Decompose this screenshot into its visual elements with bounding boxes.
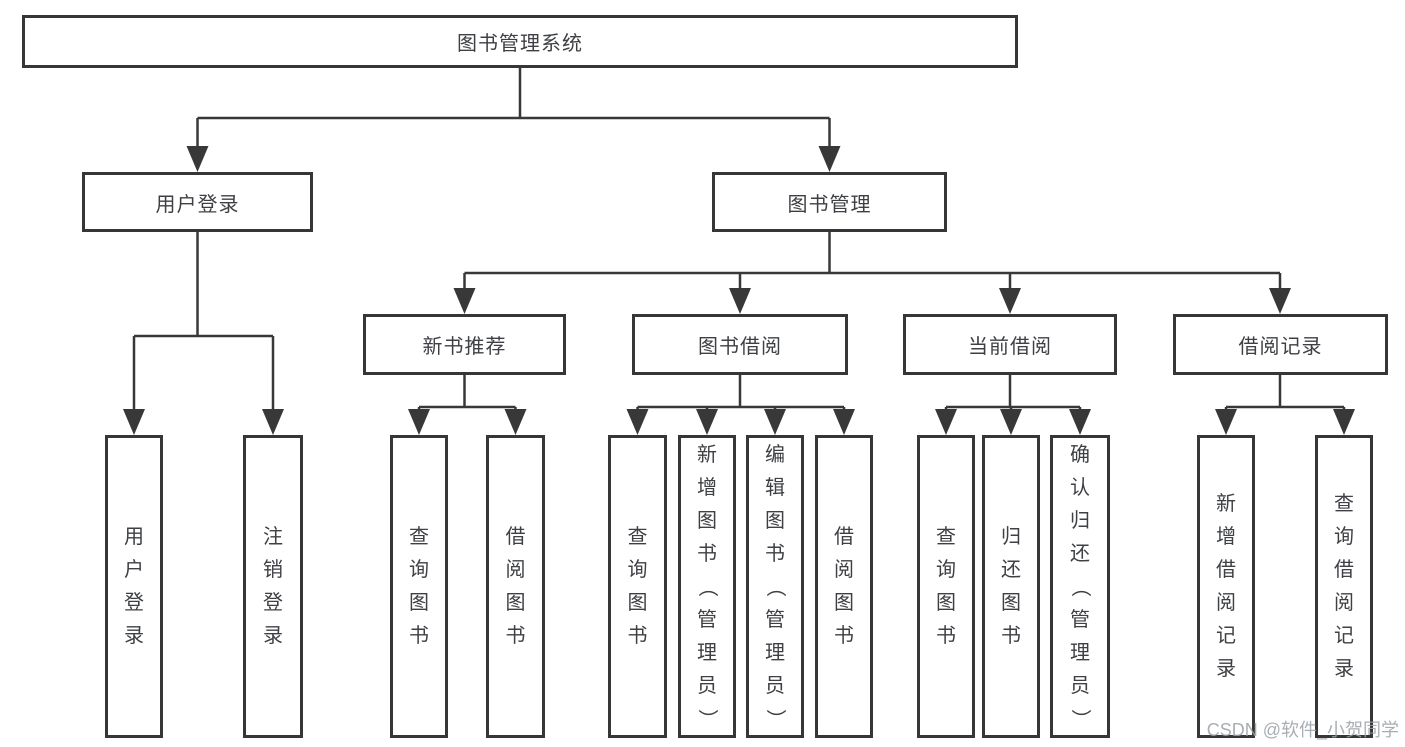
leaf-current-query-books: 查询图书 [917, 435, 975, 738]
node-label: 借阅记录 [1238, 336, 1323, 358]
arrowhead [453, 288, 476, 314]
leaf-logout-login: 注销登录 [243, 435, 303, 738]
leaf-records-query-borrow-record: 查询借阅记录 [1315, 435, 1373, 738]
leaf-borrowing-borrow-books: 借阅图书 [815, 435, 873, 738]
leaf-user-login: 用户登录 [105, 435, 163, 738]
node-root-system: 图书管理系统 [22, 15, 1018, 68]
node-borrowing-records: 借阅记录 [1173, 314, 1388, 375]
arrowhead [999, 288, 1021, 314]
arrowhead [262, 409, 284, 435]
node-label-vertical: 查询借阅记录 [1334, 493, 1354, 680]
leaf-current-confirm-return-admin: 确认归还（管理员） [1050, 435, 1110, 738]
leaf-borrowing-add-books-admin: 新增图书（管理员） [678, 435, 736, 738]
connector-newbook-to-leaves [417, 375, 517, 430]
node-label: 图书管理系统 [457, 33, 583, 55]
connector-current-to-leaves [944, 375, 1082, 430]
connector-borrow-to-leaves [636, 375, 846, 430]
arrowhead [1000, 409, 1022, 435]
node-user-login: 用户登录 [82, 172, 313, 232]
connector-records-to-leaves [1224, 375, 1346, 430]
node-new-book-recommend: 新书推荐 [363, 314, 566, 375]
node-label-vertical: 新增图书（管理员） [696, 443, 718, 729]
csdn-watermark: CSDN @软件_小贺同学 [1206, 720, 1399, 740]
connector-root-to-level2 [196, 68, 831, 168]
arrowhead [729, 288, 751, 314]
node-label-vertical: 注销登录 [263, 526, 283, 647]
leaf-current-return-books: 归还图书 [982, 435, 1040, 738]
leaf-newbook-borrow-books: 借阅图书 [486, 435, 545, 738]
node-label-vertical: 用户登录 [124, 526, 144, 647]
node-label-vertical: 新增借阅记录 [1216, 493, 1236, 680]
node-label-vertical: 查询图书 [936, 526, 956, 647]
node-label: 新书推荐 [422, 336, 507, 358]
node-label-vertical: 确认归还（管理员） [1069, 443, 1091, 729]
node-label: 当前借阅 [968, 336, 1052, 358]
node-label: 用户登录 [155, 193, 240, 216]
node-label: 图书借阅 [698, 336, 782, 358]
arrowhead [1215, 409, 1237, 435]
arrowhead [1333, 409, 1355, 435]
node-book-borrowing: 图书借阅 [632, 314, 848, 375]
arrowhead [408, 409, 430, 435]
arrowhead [935, 409, 957, 435]
node-label: 图书管理 [787, 193, 872, 216]
node-label-vertical: 查询图书 [627, 526, 648, 647]
leaf-records-add-borrow-record: 新增借阅记录 [1197, 435, 1255, 738]
arrowhead [764, 409, 786, 435]
connector-userlogin-to-leaves [132, 232, 275, 430]
arrowhead [833, 409, 855, 435]
leaf-borrowing-query-books: 查询图书 [608, 435, 667, 738]
arrowhead [696, 409, 718, 435]
node-book-management: 图书管理 [712, 172, 947, 232]
connector-mgmt-to-level3 [463, 232, 1282, 310]
leaf-borrowing-edit-books-admin: 编辑图书（管理员） [746, 435, 804, 738]
arrowhead [504, 409, 527, 435]
node-label-vertical: 借阅图书 [505, 526, 526, 647]
arrowhead [186, 146, 209, 172]
arrowhead [1269, 288, 1291, 314]
node-label-vertical: 归还图书 [1001, 526, 1021, 647]
arrowhead [626, 409, 649, 435]
arrowhead [1069, 409, 1091, 435]
node-label-vertical: 编辑图书（管理员） [764, 443, 786, 729]
leaf-newbook-query-books: 查询图书 [390, 435, 448, 738]
node-current-borrowing: 当前借阅 [903, 314, 1117, 375]
arrowhead [818, 146, 841, 172]
arrowhead [123, 409, 145, 435]
node-label-vertical: 查询图书 [409, 526, 429, 647]
node-label-vertical: 借阅图书 [834, 526, 854, 647]
